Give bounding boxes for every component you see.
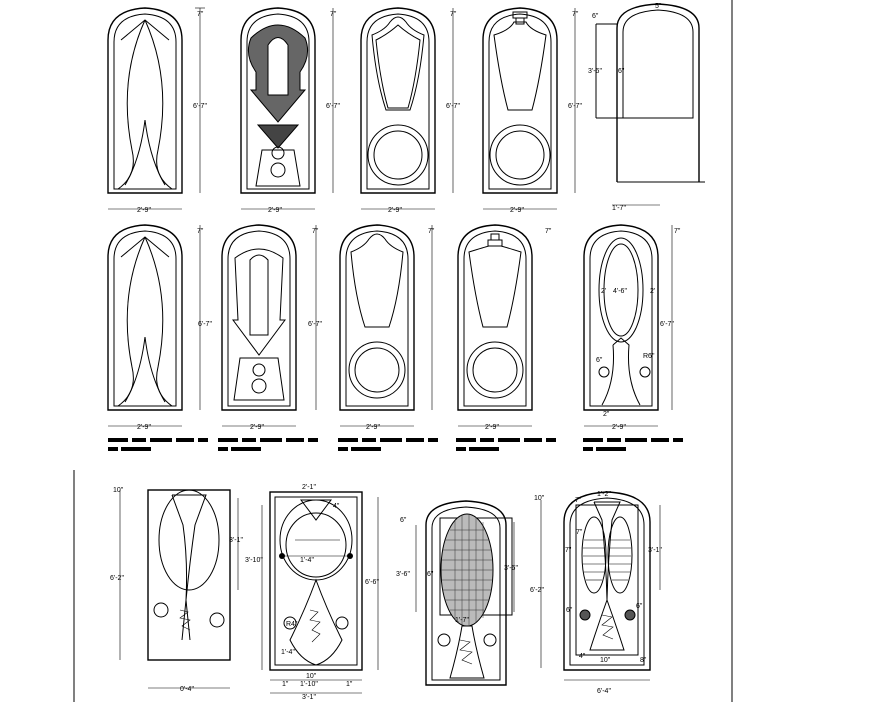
d25-oval-r: 2': [650, 288, 655, 295]
d34-top: 10": [534, 495, 545, 502]
d15-width: 1'-7": [612, 205, 626, 212]
d22-arch: 7": [312, 228, 319, 235]
d34-total: 6'-4": [597, 688, 611, 695]
d32-radius: R4": [286, 621, 298, 628]
d32-left-h: 3'-10": [245, 557, 263, 564]
d25-knob-r: R6": [643, 353, 655, 360]
d13-arch: 7": [450, 11, 457, 18]
d31-height: 6'-2": [110, 575, 124, 582]
door-3-2: [261, 491, 379, 694]
door-1-4: [482, 7, 576, 210]
d33-inner: 6": [427, 571, 434, 578]
d32-b1: 10": [306, 673, 317, 680]
d32-right-h: 6'-6": [365, 579, 379, 586]
d34-l1: 7": [565, 547, 572, 554]
d33-left: 3'-6": [396, 571, 410, 578]
d34-height: 6'-2": [530, 587, 544, 594]
d31-inner: 3'-1": [229, 537, 243, 544]
door-2-1: [107, 224, 201, 427]
d34-b2: 10": [600, 657, 611, 664]
d25-height: 6'-7": [660, 321, 674, 328]
d15-top: 5": [655, 3, 662, 10]
d21-height: 6'-7": [198, 321, 212, 328]
d32-lower: 1'-4": [281, 649, 295, 656]
door-2-4: [457, 224, 533, 427]
d11-width: 2'-9": [137, 207, 151, 214]
door-1-3: [360, 7, 454, 210]
d22-height: 6'-7": [308, 321, 322, 328]
d33-bottom: 1'-7": [455, 617, 469, 624]
d32-b4: 1": [346, 681, 353, 688]
d13-height: 6'-7": [446, 103, 460, 110]
d32-total: 3'-1": [302, 694, 316, 701]
d25-knob-l: 6": [596, 357, 603, 364]
d25-arch: 7": [674, 228, 681, 235]
d34-b3: 8": [640, 657, 647, 664]
d32-b2: 1'-10": [300, 681, 318, 688]
d31-width: 0'-4": [180, 686, 194, 693]
d34-k1: 6": [566, 607, 573, 614]
d34-b1: 4": [579, 653, 586, 660]
d34-t2: 7": [575, 497, 582, 504]
d32-top-in: 4": [333, 503, 340, 510]
d34-width-top: 1'-2": [597, 491, 611, 498]
d11-arch: 7": [197, 11, 204, 18]
door-3-4: [540, 491, 661, 681]
d13-width: 2'-9": [388, 207, 402, 214]
d24-arch: 7": [545, 228, 552, 235]
d15-side: 3'-6": [588, 68, 602, 75]
d25-bottom: 2": [603, 411, 610, 418]
d25-width: 2'-9": [612, 424, 626, 431]
d34-r1: 3'-1": [648, 547, 662, 554]
d14-arch: 7": [572, 11, 579, 18]
door-2-5: [583, 224, 673, 427]
title-blocks: [108, 438, 683, 451]
d32-top: 2'-1": [302, 484, 316, 491]
door-2-3: [339, 224, 433, 427]
d22-width: 2'-9": [250, 424, 264, 431]
d34-t3: 7": [576, 529, 583, 536]
d33-right: 3'-6": [504, 565, 518, 572]
d32-mid-w: 1'-4": [300, 557, 314, 564]
d25-oval-h: 4'-6": [613, 288, 627, 295]
d14-width: 2'-9": [510, 207, 524, 214]
d12-height: 6'-7": [326, 103, 340, 110]
d34-k2: 6": [636, 603, 643, 610]
d14-height: 6'-7": [568, 103, 582, 110]
door-2-2: [221, 224, 317, 427]
d23-width: 2'-9": [366, 424, 380, 431]
d25-oval-l: 2': [601, 288, 606, 295]
d23-arch: 7": [428, 228, 435, 235]
d21-arch: 7": [197, 228, 204, 235]
door-1-5: [595, 3, 705, 206]
d33-top: 6": [400, 517, 407, 524]
door-1-1: [107, 7, 205, 210]
d12-arch: 7": [330, 11, 337, 18]
door-1-2: [240, 7, 334, 210]
d15-left: 6": [592, 13, 599, 20]
d32-b3: 1": [282, 681, 289, 688]
d31-top: 10": [113, 487, 124, 494]
door-3-3: [415, 500, 515, 686]
d24-width: 2'-9": [485, 424, 499, 431]
d21-width: 2'-9": [137, 424, 151, 431]
d12-width: 2'-9": [268, 207, 282, 214]
door-3-1: [119, 489, 239, 689]
d11-height: 6'-7": [193, 103, 207, 110]
d15-inner: 6": [618, 68, 625, 75]
